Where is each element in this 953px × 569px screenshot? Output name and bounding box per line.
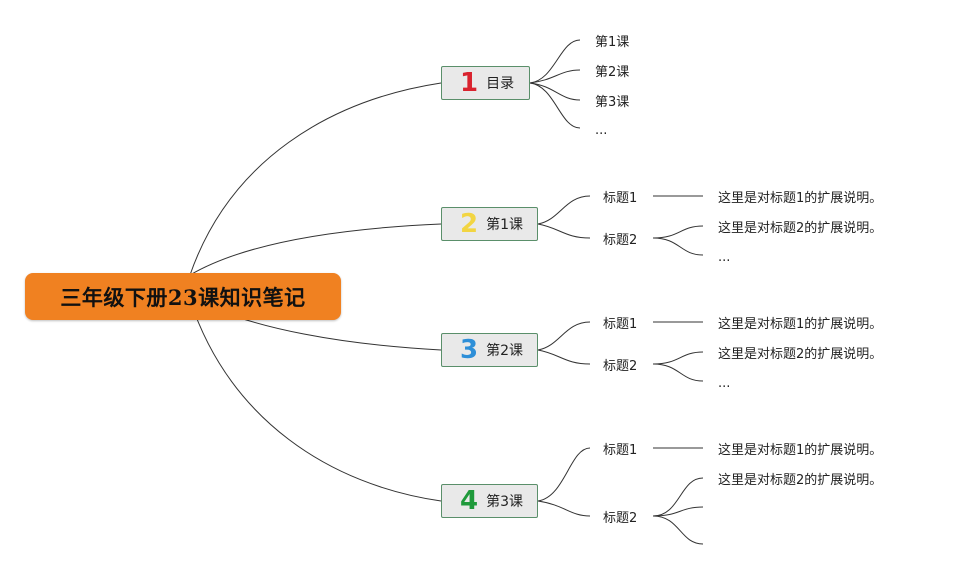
connector-root-branch-1 xyxy=(189,82,442,276)
branch-4-heading-2: 标题2 xyxy=(603,511,637,526)
root-topic-label: 三年级下册23课知识笔记 xyxy=(60,284,306,310)
branch-2-heading-1: 标题1 xyxy=(603,191,637,206)
branch-2-heading-2-detail-1: 这里是对标题2的扩展说明。 xyxy=(718,220,882,236)
branch-2-heading-1-detail-1: 这里是对标题1的扩展说明。 xyxy=(718,190,882,206)
branch-label-2: 第1课 xyxy=(486,217,524,233)
number-badge-3: 3 xyxy=(460,335,479,365)
branch-1-child-3: 第3课 xyxy=(595,95,629,110)
branch-3-heading-2-detail-1: 这里是对标题2的扩展说明。 xyxy=(718,346,882,362)
branch-3-connectors xyxy=(537,321,704,382)
branch-topic-lesson-2[interactable]: 3 第2课 xyxy=(441,333,538,367)
branch-topic-table-of-contents[interactable]: 1 目录 xyxy=(441,66,530,100)
branch-4-heading-2-detail-1: 这里是对标题2的扩展说明。 xyxy=(718,472,882,488)
branch-3-heading-1-detail-1: 这里是对标题1的扩展说明。 xyxy=(718,316,882,332)
root-topic[interactable]: 三年级下册23课知识笔记 xyxy=(25,273,341,320)
connector-root-branch-2 xyxy=(189,223,442,276)
branch-label-1: 目录 xyxy=(486,76,515,92)
branch-2-heading-2: 标题2 xyxy=(603,233,637,248)
branch-1-child-1: 第1课 xyxy=(595,35,629,50)
number-badge-4: 4 xyxy=(460,486,479,516)
branch-label-3: 第2课 xyxy=(486,343,524,359)
connector-root-branch-4 xyxy=(189,299,442,502)
number-badge-1: 1 xyxy=(460,68,479,98)
branch-2-connectors xyxy=(537,195,704,256)
branch-topic-lesson-1[interactable]: 2 第1课 xyxy=(441,207,538,241)
branch-1-connectors xyxy=(529,39,581,129)
branch-4-heading-1: 标题1 xyxy=(603,443,637,458)
branch-4-heading-1-detail-1: 这里是对标题1的扩展说明。 xyxy=(718,442,882,458)
number-badge-2: 2 xyxy=(460,209,479,239)
branch-2-heading-2-detail-2: ... xyxy=(718,250,730,265)
branch-3-heading-2-detail-2: ... xyxy=(718,376,730,391)
branch-3-heading-2: 标题2 xyxy=(603,359,637,374)
branch-4-connectors xyxy=(537,447,704,545)
branch-topic-lesson-3[interactable]: 4 第3课 xyxy=(441,484,538,518)
branch-3-heading-1: 标题1 xyxy=(603,317,637,332)
branch-1-child-2: 第2课 xyxy=(595,65,629,80)
branch-label-4: 第3课 xyxy=(486,494,524,510)
branch-1-child-4: ... xyxy=(595,123,607,138)
